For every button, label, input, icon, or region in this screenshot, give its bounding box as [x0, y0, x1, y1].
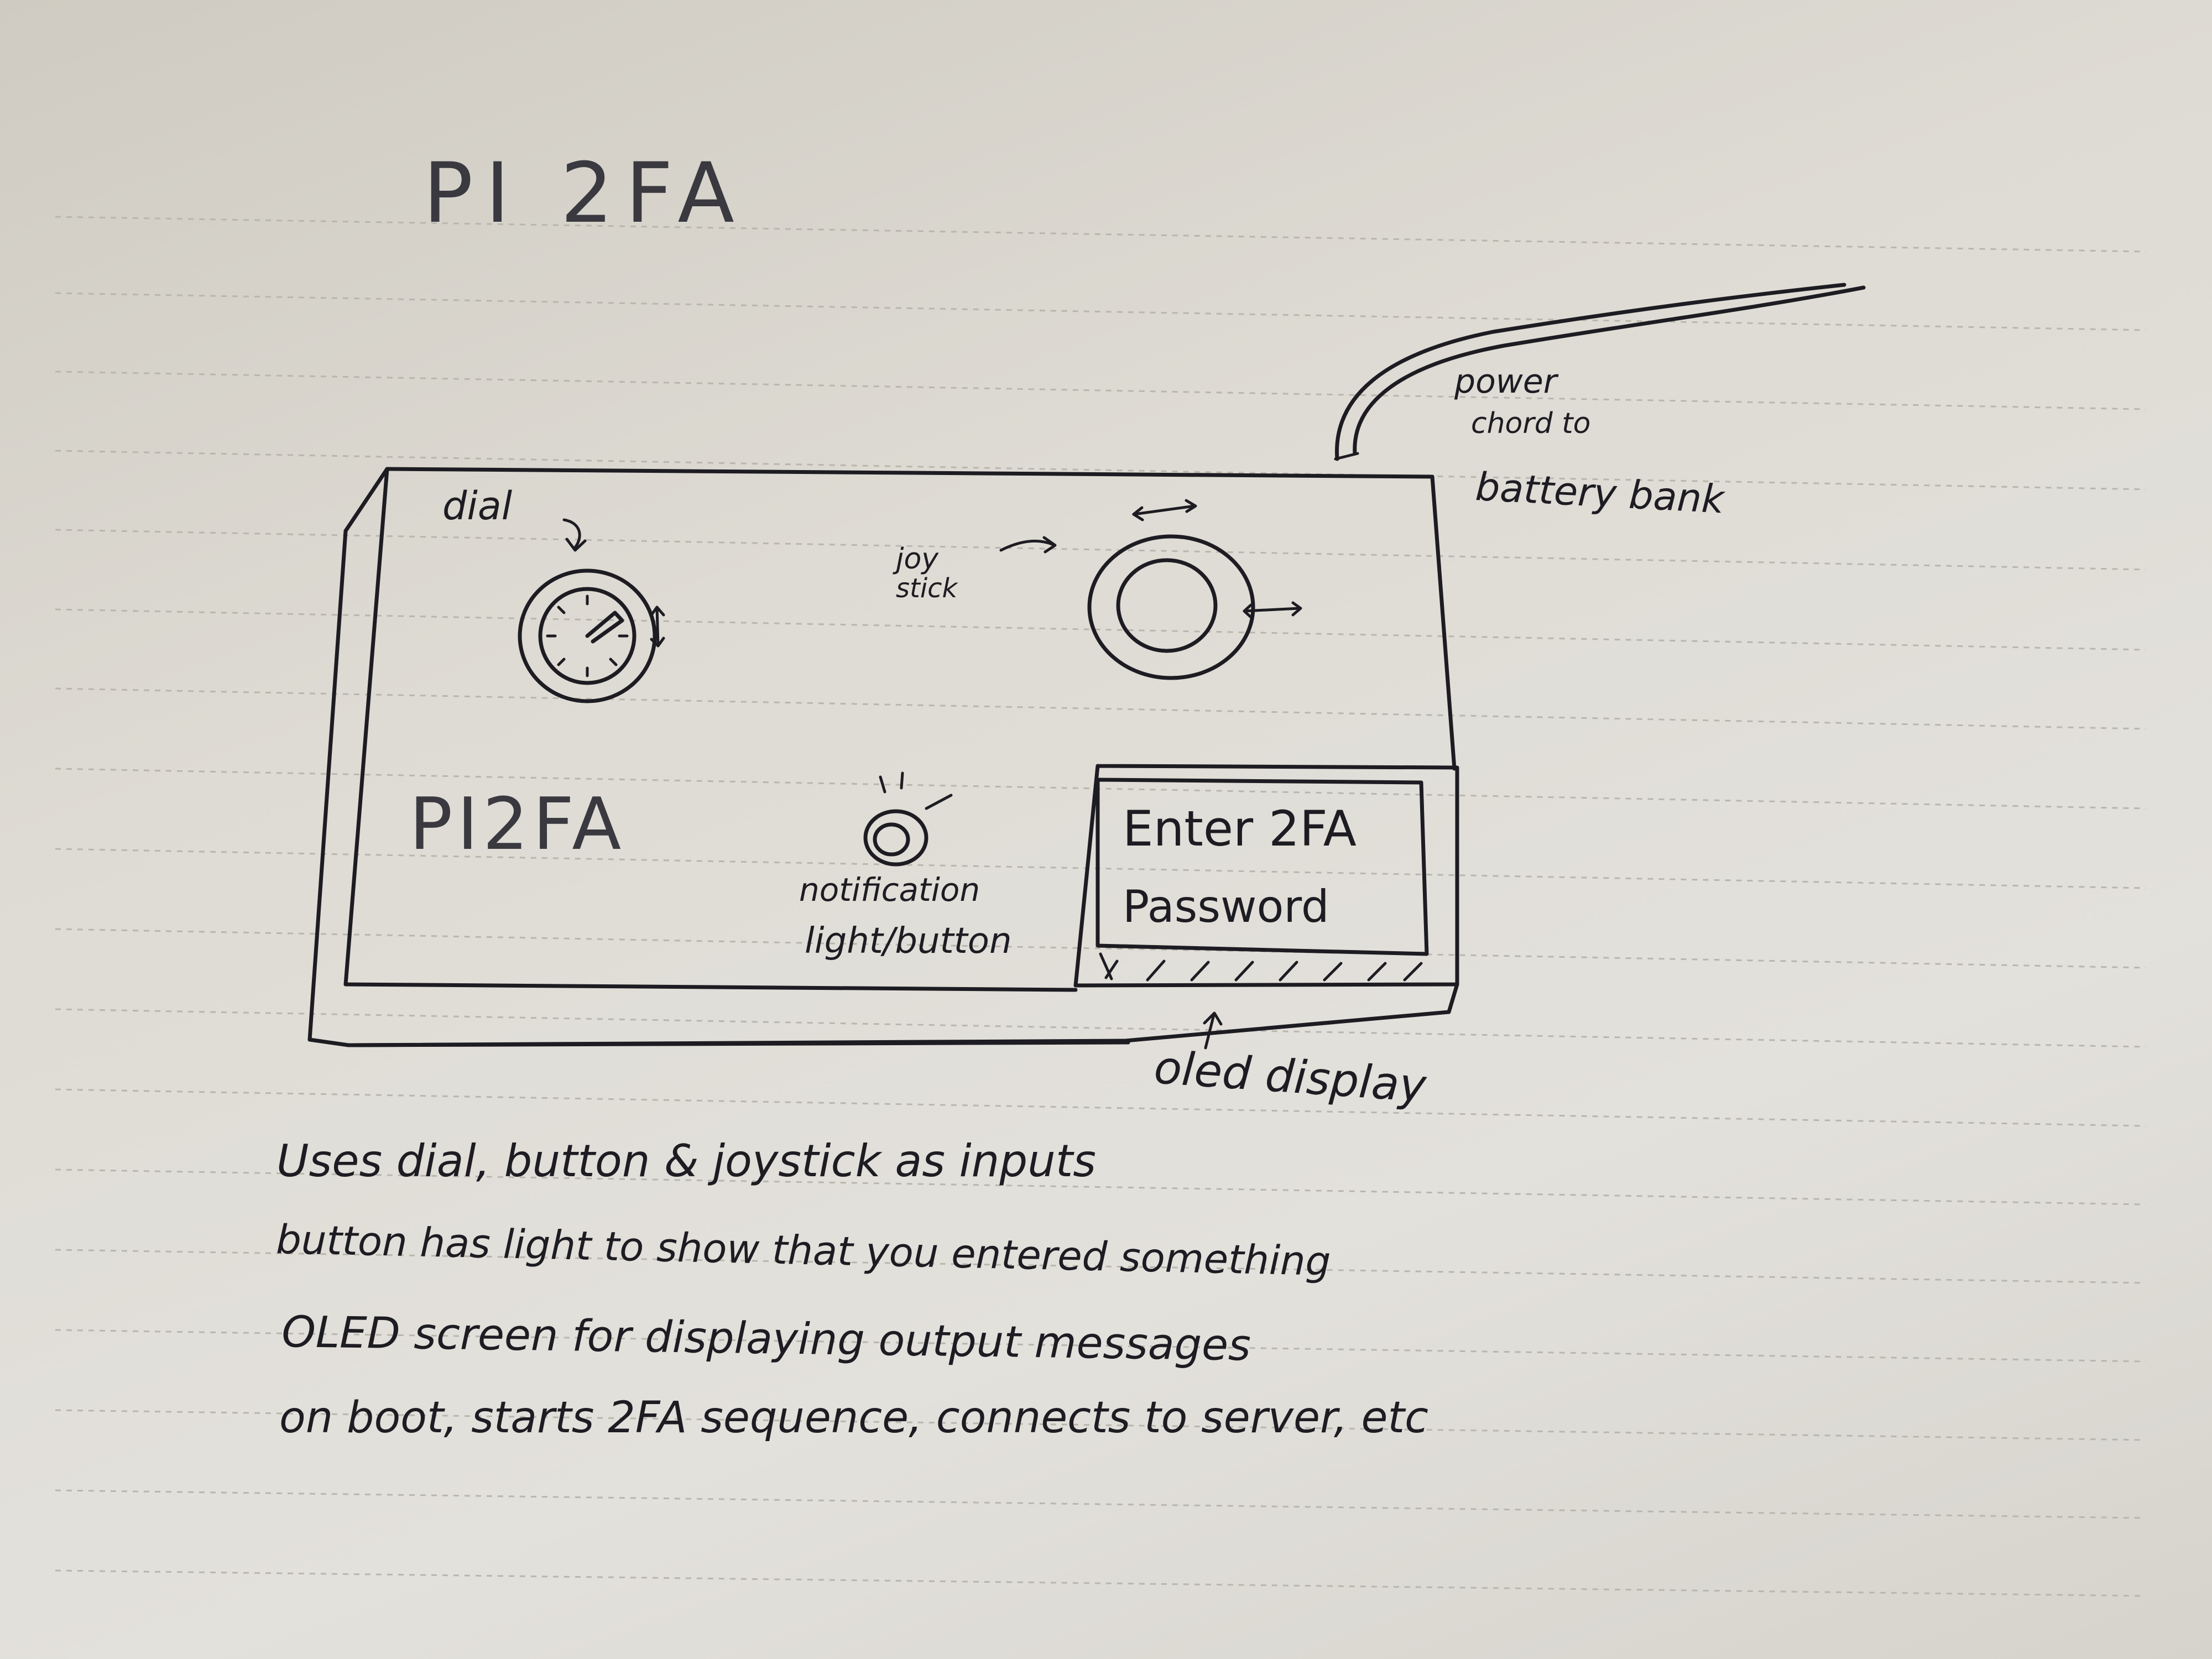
ruled-lines — [55, 216, 2146, 1597]
oled-label-arrow — [1203, 1011, 1223, 1050]
oled-display-drawing — [1073, 764, 1459, 988]
power-cord-drawing — [1334, 283, 1866, 461]
note-line-3: OLED screen for displaying output messag… — [281, 1307, 1251, 1371]
device-brand-text: PI2FA — [409, 782, 626, 866]
dial-label: dial — [442, 483, 513, 529]
dial-drawing — [518, 518, 665, 703]
device-box — [307, 467, 1459, 1047]
notification-label-line2: light/button — [805, 921, 1012, 962]
power-label-line2: chord to — [1471, 407, 1591, 440]
notification-label-line1: notification — [799, 871, 980, 909]
screen-line-2: Password — [1123, 881, 1329, 932]
power-label-line1: power — [1454, 362, 1557, 401]
screen-line-1: Enter 2FA — [1123, 800, 1357, 857]
note-line-4: on boot, starts 2FA sequence, connects t… — [279, 1393, 1428, 1443]
notification-light-drawing — [863, 771, 953, 867]
joystick-label-line2: stick — [896, 573, 958, 604]
power-label-line3: battery bank — [1474, 464, 1725, 523]
joystick-drawing — [999, 499, 1302, 680]
page-title: PI 2FA — [423, 145, 747, 242]
note-line-1: Uses dial, button & joystick as inputs — [276, 1135, 1096, 1187]
joystick-label-line1: joy — [896, 542, 939, 576]
